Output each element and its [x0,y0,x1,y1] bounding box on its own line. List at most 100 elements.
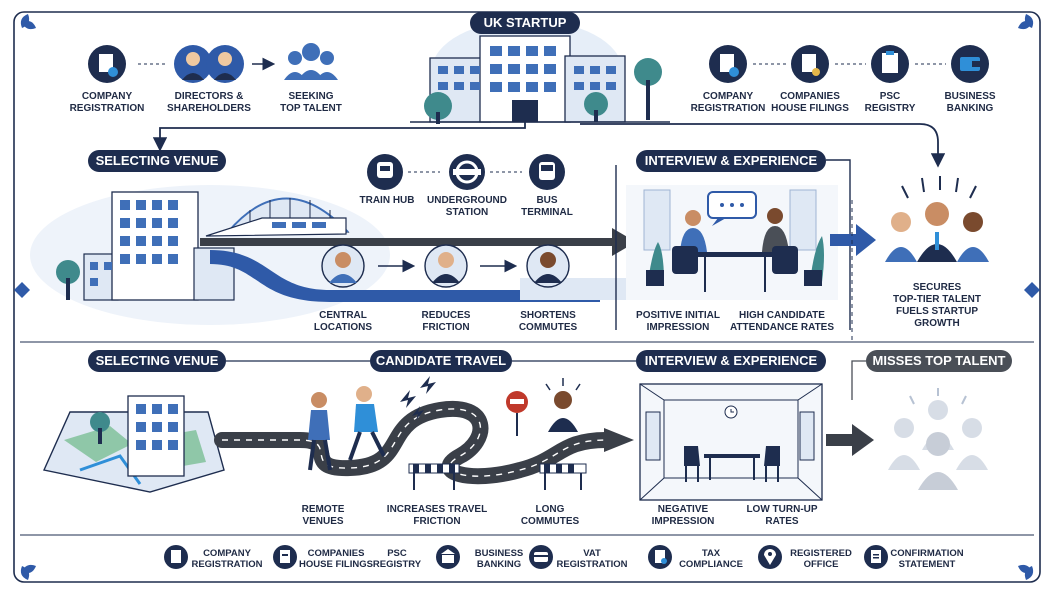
wallet-icon [951,45,989,83]
roadblock-barrier-icon [539,463,587,490]
transit-label: TRAIN HUB [360,195,415,206]
document-check-icon [709,45,747,83]
commute-flow-band [210,250,600,302]
top-left-items [88,43,338,83]
document-icon [164,545,188,569]
express-arrow [200,228,636,256]
startup-building-illustration [410,20,670,124]
corner-ornament-icon [20,14,1034,580]
frustrated-traveller [308,392,332,471]
clipboard-icon [871,45,909,83]
people-pair-icon [174,45,244,83]
venue-pill-bottom-text: SELECTING VENUE [96,353,219,368]
card-icon [529,545,553,569]
faded-sparks-icon [909,388,967,405]
venue-pill-bottom: SELECTING VENUE [88,350,226,372]
side-ornament-icon [14,282,1040,298]
candidate-avatar [321,244,365,288]
travel-pill: CANDIDATE TRAVEL [370,350,512,372]
outcome-pill-bottom-text: MISSES TOP TALENT [873,353,1006,368]
underground-icon [449,154,485,190]
success-team-illustration [885,176,989,262]
candidate-avatar [424,244,468,288]
pin-icon [758,545,782,569]
stressed-person [545,378,581,432]
top-right-items [709,45,989,83]
top-left-item-label: DIRECTORS &SHAREHOLDERS [167,91,251,114]
document-check-icon [88,45,126,83]
interview-pill-bottom-text: INTERVIEW & EXPERIENCE [645,353,818,368]
outcome-frame-bottom [851,360,866,400]
interview-pill-top: INTERVIEW & EXPERIENCE [636,150,826,172]
venue-pill-top: SELECTING VENUE [88,150,226,172]
road-arrow-head [604,428,634,452]
candidate-avatar [526,244,570,288]
title-text: UK STARTUP [484,15,567,30]
remote-map-illustration [43,395,225,493]
bank-icon [436,545,460,569]
road-markings [222,408,607,477]
group-icon [284,43,338,80]
venue-pill-top-text: SELECTING VENUE [96,153,219,168]
empty-interview-room [639,383,823,501]
faded-talent-group [888,400,988,490]
file-icon [273,545,297,569]
travel-pill-text: CANDIDATE TRAVEL [376,353,506,368]
statement-icon [864,545,888,569]
bus-icon [529,154,565,190]
outcome-arrow-bottom [826,424,874,456]
lightning-icon [400,376,436,420]
interview-pill-top-text: INTERVIEW & EXPERIENCE [645,153,818,168]
tax-doc-icon [648,545,672,569]
certificate-icon [791,45,829,83]
running-traveller [348,386,386,461]
interview-scene-positive [626,185,838,300]
no-entry-sign-icon [506,391,528,436]
interview-pill-bottom: INTERVIEW & EXPERIENCE [636,350,826,372]
train-icon [367,154,403,190]
interview-frame-top [615,159,851,330]
title-pill: UK STARTUP [470,12,580,34]
outcome-pill-bottom: MISSES TOP TALENT [866,350,1012,372]
roadblock-barrier-icon [408,463,460,490]
outcome-arrow-top [830,224,876,256]
